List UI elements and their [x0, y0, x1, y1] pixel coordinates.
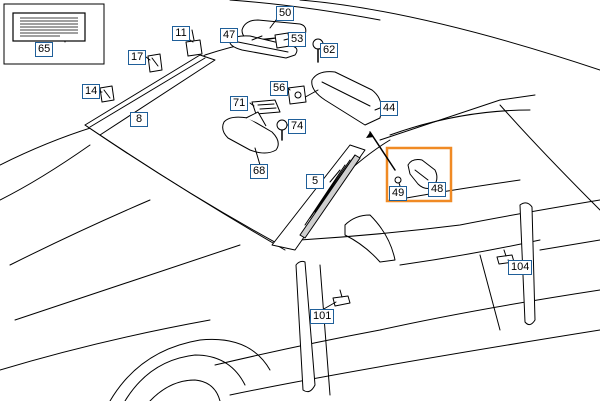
highlight-box — [385, 146, 453, 203]
label-8[interactable]: 8 — [130, 112, 148, 127]
clip-101[interactable] — [332, 289, 351, 307]
label-11[interactable]: 11 — [172, 26, 190, 41]
clip-11[interactable] — [185, 29, 203, 57]
label-53[interactable]: 53 — [288, 32, 307, 47]
label-17[interactable]: 17 — [128, 50, 147, 65]
clip-17[interactable] — [147, 53, 163, 73]
label-47[interactable]: 47 — [220, 28, 239, 43]
label-49[interactable]: 49 — [389, 186, 408, 201]
label-62[interactable]: 62 — [320, 43, 339, 58]
clip-14[interactable] — [99, 85, 115, 103]
label-5[interactable]: 5 — [306, 174, 324, 189]
leader-lines — [64, 19, 513, 311]
mirror-base-71[interactable] — [251, 99, 281, 115]
label-14[interactable]: 14 — [82, 84, 101, 99]
door-seal-101[interactable] — [295, 260, 316, 393]
label-56[interactable]: 56 — [270, 81, 289, 96]
a-pillar-trim-5[interactable] — [271, 144, 366, 251]
label-71[interactable]: 71 — [230, 96, 249, 111]
sun-visor-44[interactable] — [299, 71, 382, 126]
visor-clip-48[interactable] — [407, 159, 438, 189]
label-104[interactable]: 104 — [508, 260, 533, 275]
a-pillar-trim-8[interactable] — [84, 54, 216, 136]
sun-visor-47[interactable] — [229, 35, 298, 59]
label-44[interactable]: 44 — [380, 101, 399, 116]
screw-74[interactable] — [276, 119, 288, 141]
label-50[interactable]: 50 — [276, 6, 295, 21]
label-plate-lines — [20, 17, 78, 37]
label-74[interactable]: 74 — [288, 119, 307, 134]
visor-hinge-56[interactable] — [287, 85, 307, 105]
visor-clip-49[interactable] — [394, 176, 402, 184]
label-68[interactable]: 68 — [250, 164, 269, 179]
label-65[interactable]: 65 — [35, 42, 54, 57]
interior-mirror-68[interactable] — [222, 111, 279, 154]
label-101[interactable]: 101 — [310, 309, 335, 324]
label-48[interactable]: 48 — [428, 182, 447, 197]
